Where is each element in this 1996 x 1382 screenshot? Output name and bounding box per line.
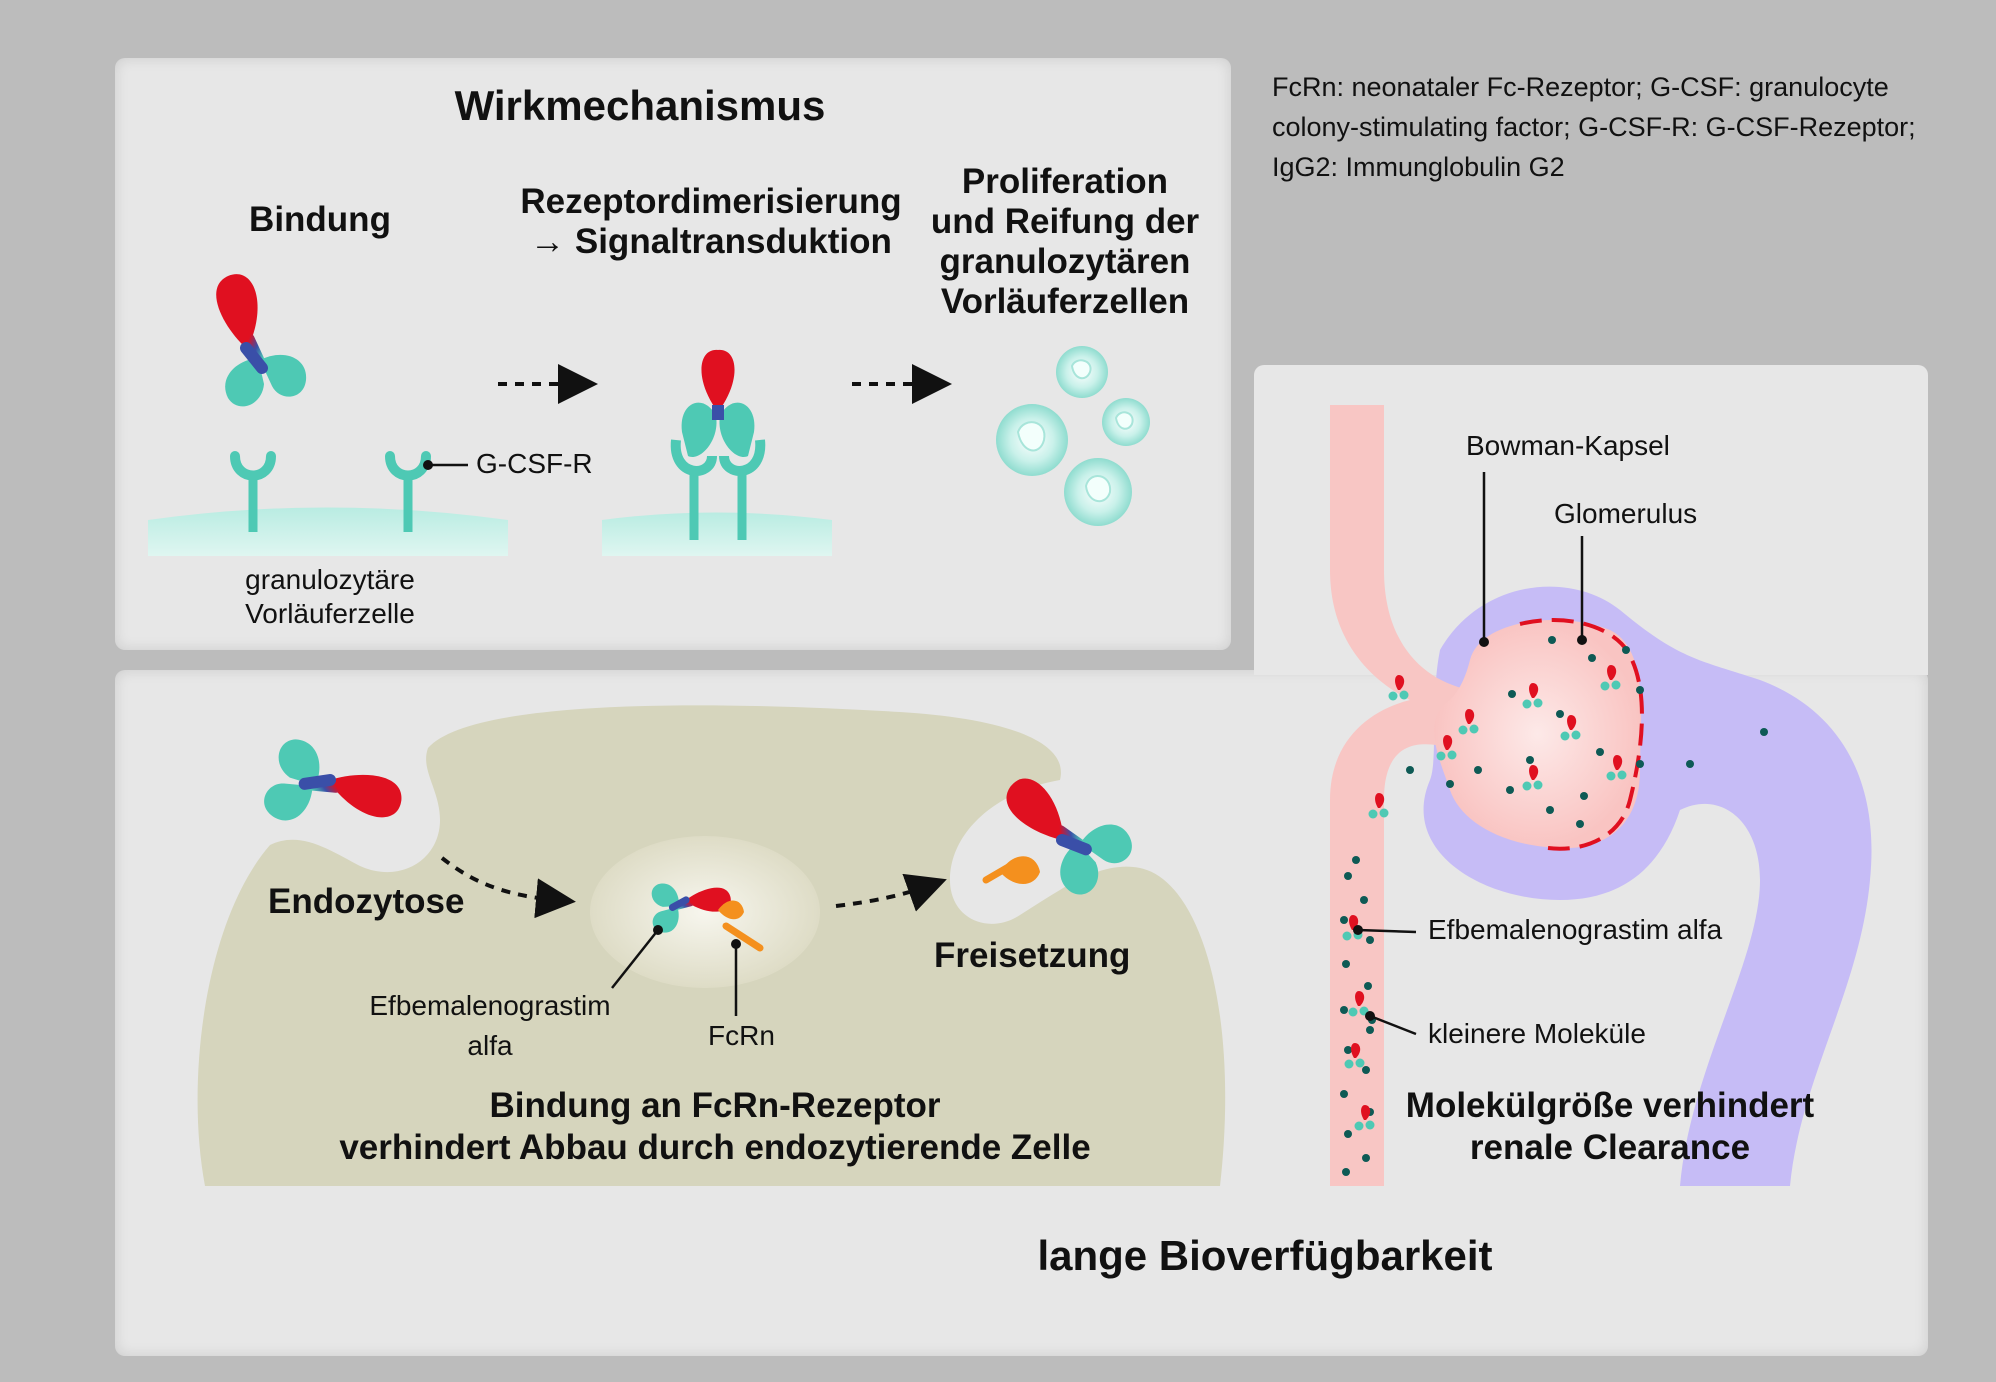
drug-label-line2: alfa xyxy=(467,1030,513,1061)
cell-label-line2: Vorläuferzelle xyxy=(245,598,415,629)
receptor-label: G-CSF-R xyxy=(476,448,593,479)
glomerulus-label: Glomerulus xyxy=(1554,498,1698,529)
dashed-arrow-icon xyxy=(835,873,947,912)
step3-label-line2: und Reifung der xyxy=(930,202,1200,241)
cell-icon xyxy=(1064,458,1132,526)
cell-icon xyxy=(996,404,1068,476)
legend-line-1: FcRn: neonataler Fc-Rezeptor; G-CSF: gra… xyxy=(1272,72,1889,102)
glomerulus-boundary xyxy=(1519,618,1644,851)
legend-line-3: IgG2: Immunglobulin G2 xyxy=(1272,152,1565,182)
kidney-caption-line1: Molekülgröße verhindert xyxy=(1405,1086,1815,1125)
cell-membrane-2 xyxy=(602,512,832,556)
molecule-dots xyxy=(1340,636,1768,1176)
step3-label-line4: Vorläuferzellen xyxy=(940,282,1190,321)
cell-icon xyxy=(1056,346,1108,398)
step2-label-line2: → Signaltransduktion xyxy=(530,222,892,261)
mechanism-title: Wirkmechanismus xyxy=(454,82,826,129)
kidney-drug-label: Efbemalenograstim alfa xyxy=(1428,914,1723,945)
dashed-arrow-icon xyxy=(440,856,576,919)
fcrn-label: FcRn xyxy=(708,1020,775,1051)
step3-label-line1: Proliferation xyxy=(961,162,1169,201)
endocytosis-caption-line1: Bindung an FcRn-Rezeptor xyxy=(489,1086,941,1125)
drug-label-line1: Efbemalenograstim xyxy=(369,990,611,1021)
fcrn-icon xyxy=(982,856,1040,884)
legend-line-2: colony-stimulating factor; G-CSF-R: G-CS… xyxy=(1272,112,1916,142)
endocytosis-caption-line2: verhindert Abbau durch endozytierende Ze… xyxy=(339,1128,1091,1167)
cell-icon xyxy=(1102,398,1150,446)
fcrn-icon xyxy=(718,900,764,952)
endosome xyxy=(590,836,820,988)
endocytosis-label: Endozytose xyxy=(268,882,465,921)
conclusion-label: lange Bioverfügbarkeit xyxy=(1037,1232,1493,1279)
cell-label-line1: granulozytäre xyxy=(245,564,415,595)
release-label: Freisetzung xyxy=(934,936,1131,975)
glomerulus xyxy=(1434,620,1642,849)
afferent-vessel xyxy=(1330,405,1520,1186)
step3-label-line3: granulozytären xyxy=(939,242,1191,281)
small-molecules-label: kleinere Moleküle xyxy=(1428,1018,1646,1049)
bowman-capsule-label: Bowman-Kapsel xyxy=(1466,430,1670,461)
dimer-complex-icon xyxy=(670,349,766,540)
step1-label: Bindung xyxy=(249,200,391,239)
kidney-caption-line2: renale Clearance xyxy=(1469,1128,1751,1167)
antibody-icon xyxy=(216,274,306,406)
step2-label-line1: Rezeptordimerisierung xyxy=(520,182,902,221)
cell-membrane-1 xyxy=(148,507,508,556)
